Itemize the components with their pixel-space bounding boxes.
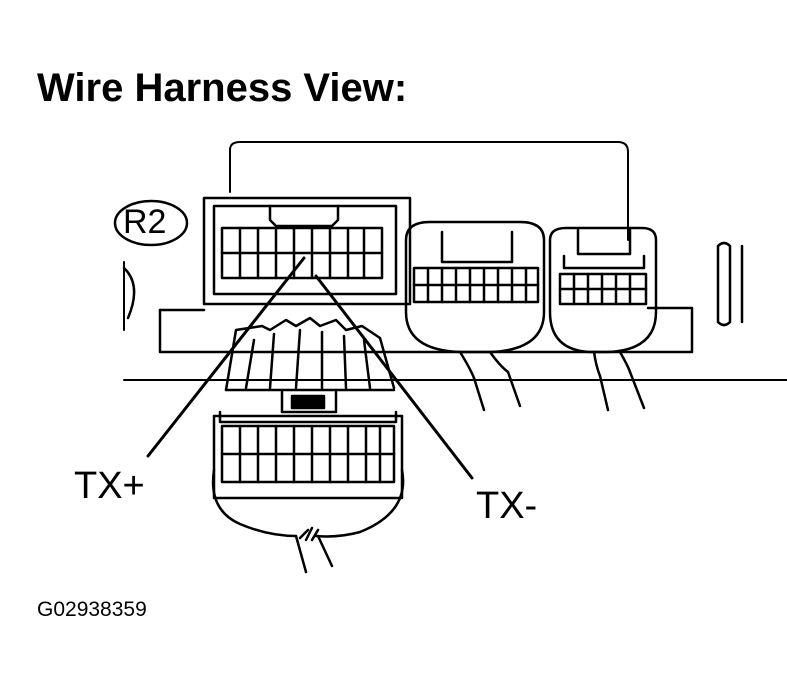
ecu-body	[158, 306, 694, 354]
tx-minus-leader-line	[314, 274, 474, 480]
tx-minus-label: TX-	[476, 485, 538, 527]
ecu-right-slot-1	[716, 241, 732, 327]
tx-plus-label: TX+	[74, 465, 145, 507]
figure-id: G02938359	[37, 598, 147, 621]
right-socket	[548, 226, 658, 412]
ecu-left-mount	[122, 266, 136, 320]
middle-socket	[404, 220, 546, 412]
r2-socket	[202, 196, 412, 306]
ecu-housing-outline	[229, 141, 629, 241]
diagram-title: Wire Harness View:	[37, 66, 408, 110]
connector-tag-ring	[113, 199, 189, 247]
connector-tag-r2: R2	[123, 203, 167, 241]
tx-plus-leader-line	[146, 256, 306, 458]
plug-connector	[211, 316, 405, 574]
